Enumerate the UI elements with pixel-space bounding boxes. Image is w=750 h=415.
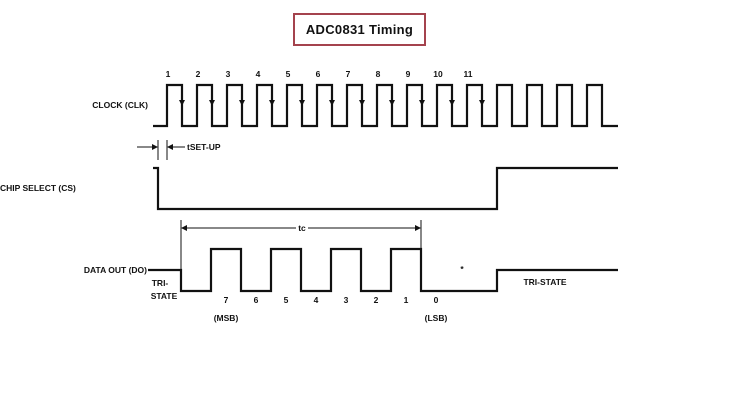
clock-pulse-number: 8 — [376, 69, 381, 79]
tristate-left-line1: TRI- — [152, 278, 169, 288]
bit-label: 2 — [374, 295, 379, 305]
clock-trace — [153, 83, 618, 128]
bit-label: 0 — [434, 295, 439, 305]
clock-pulse-number: 9 — [406, 69, 411, 79]
clock-pulse-number: 10 — [433, 69, 443, 79]
falling-edge-arrow-icon — [479, 100, 485, 106]
falling-edge-arrow-icon — [299, 100, 305, 106]
falling-edge-arrow-icon — [419, 100, 425, 106]
clock-pulse-number: 7 — [346, 69, 351, 79]
clock-pulse-number: 2 — [196, 69, 201, 79]
falling-edge-arrow-icon — [449, 100, 455, 106]
falling-edge-arrow-icon — [239, 100, 245, 106]
setup-label: tSET-UP — [187, 142, 221, 152]
falling-edge-arrow-icon — [389, 100, 395, 106]
chip-select-label: CHIP SELECT (CS) — [0, 183, 76, 193]
chip-select-waveform — [153, 166, 618, 211]
clock-waveform: 1 2 3 4 5 6 7 8 9 10 11 — [153, 69, 618, 128]
clock-pulse-number: 6 — [316, 69, 321, 79]
clock-pulse-number: 5 — [286, 69, 291, 79]
timing-annotations: tSET-UP tc — [137, 140, 422, 291]
clock-pulse-number: 4 — [256, 69, 261, 79]
clock-pulse-number: 11 — [464, 69, 473, 79]
data-out-label: DATA OUT (DO) — [84, 265, 147, 275]
falling-edge-arrow-icon — [209, 100, 215, 106]
bit-label: 7 — [224, 295, 229, 305]
data-out-waveform — [148, 247, 618, 293]
bit-label: 4 — [314, 295, 319, 305]
clock-pulse-number: 3 — [226, 69, 231, 79]
data-out-trace — [148, 247, 618, 293]
falling-edge-arrow-icon — [329, 100, 335, 106]
clock-pulse-number: 1 — [166, 69, 171, 79]
bit-label: 5 — [284, 295, 289, 305]
tristate-left-line2: STATE — [151, 291, 178, 301]
msb-label: (MSB) — [214, 313, 239, 323]
chip-select-trace — [153, 166, 618, 211]
lsb-label: (LSB) — [425, 313, 448, 323]
clock-label: CLOCK (CLK) — [92, 100, 148, 110]
falling-edge-arrow-icon — [359, 100, 365, 106]
bit-labels: 7 6 5 4 3 2 1 0 — [224, 295, 439, 305]
bit-label: 6 — [254, 295, 259, 305]
diagram-title: ADC0831 Timing — [293, 13, 426, 46]
bit-label: 1 — [404, 295, 409, 305]
note-marker: * — [460, 264, 464, 274]
tc-label: tc — [298, 223, 306, 233]
falling-edge-arrow-icon — [269, 100, 275, 106]
falling-edge-arrow-icon — [179, 100, 185, 106]
bit-label: 3 — [344, 295, 349, 305]
tristate-right-label: TRI-STATE — [523, 277, 566, 287]
